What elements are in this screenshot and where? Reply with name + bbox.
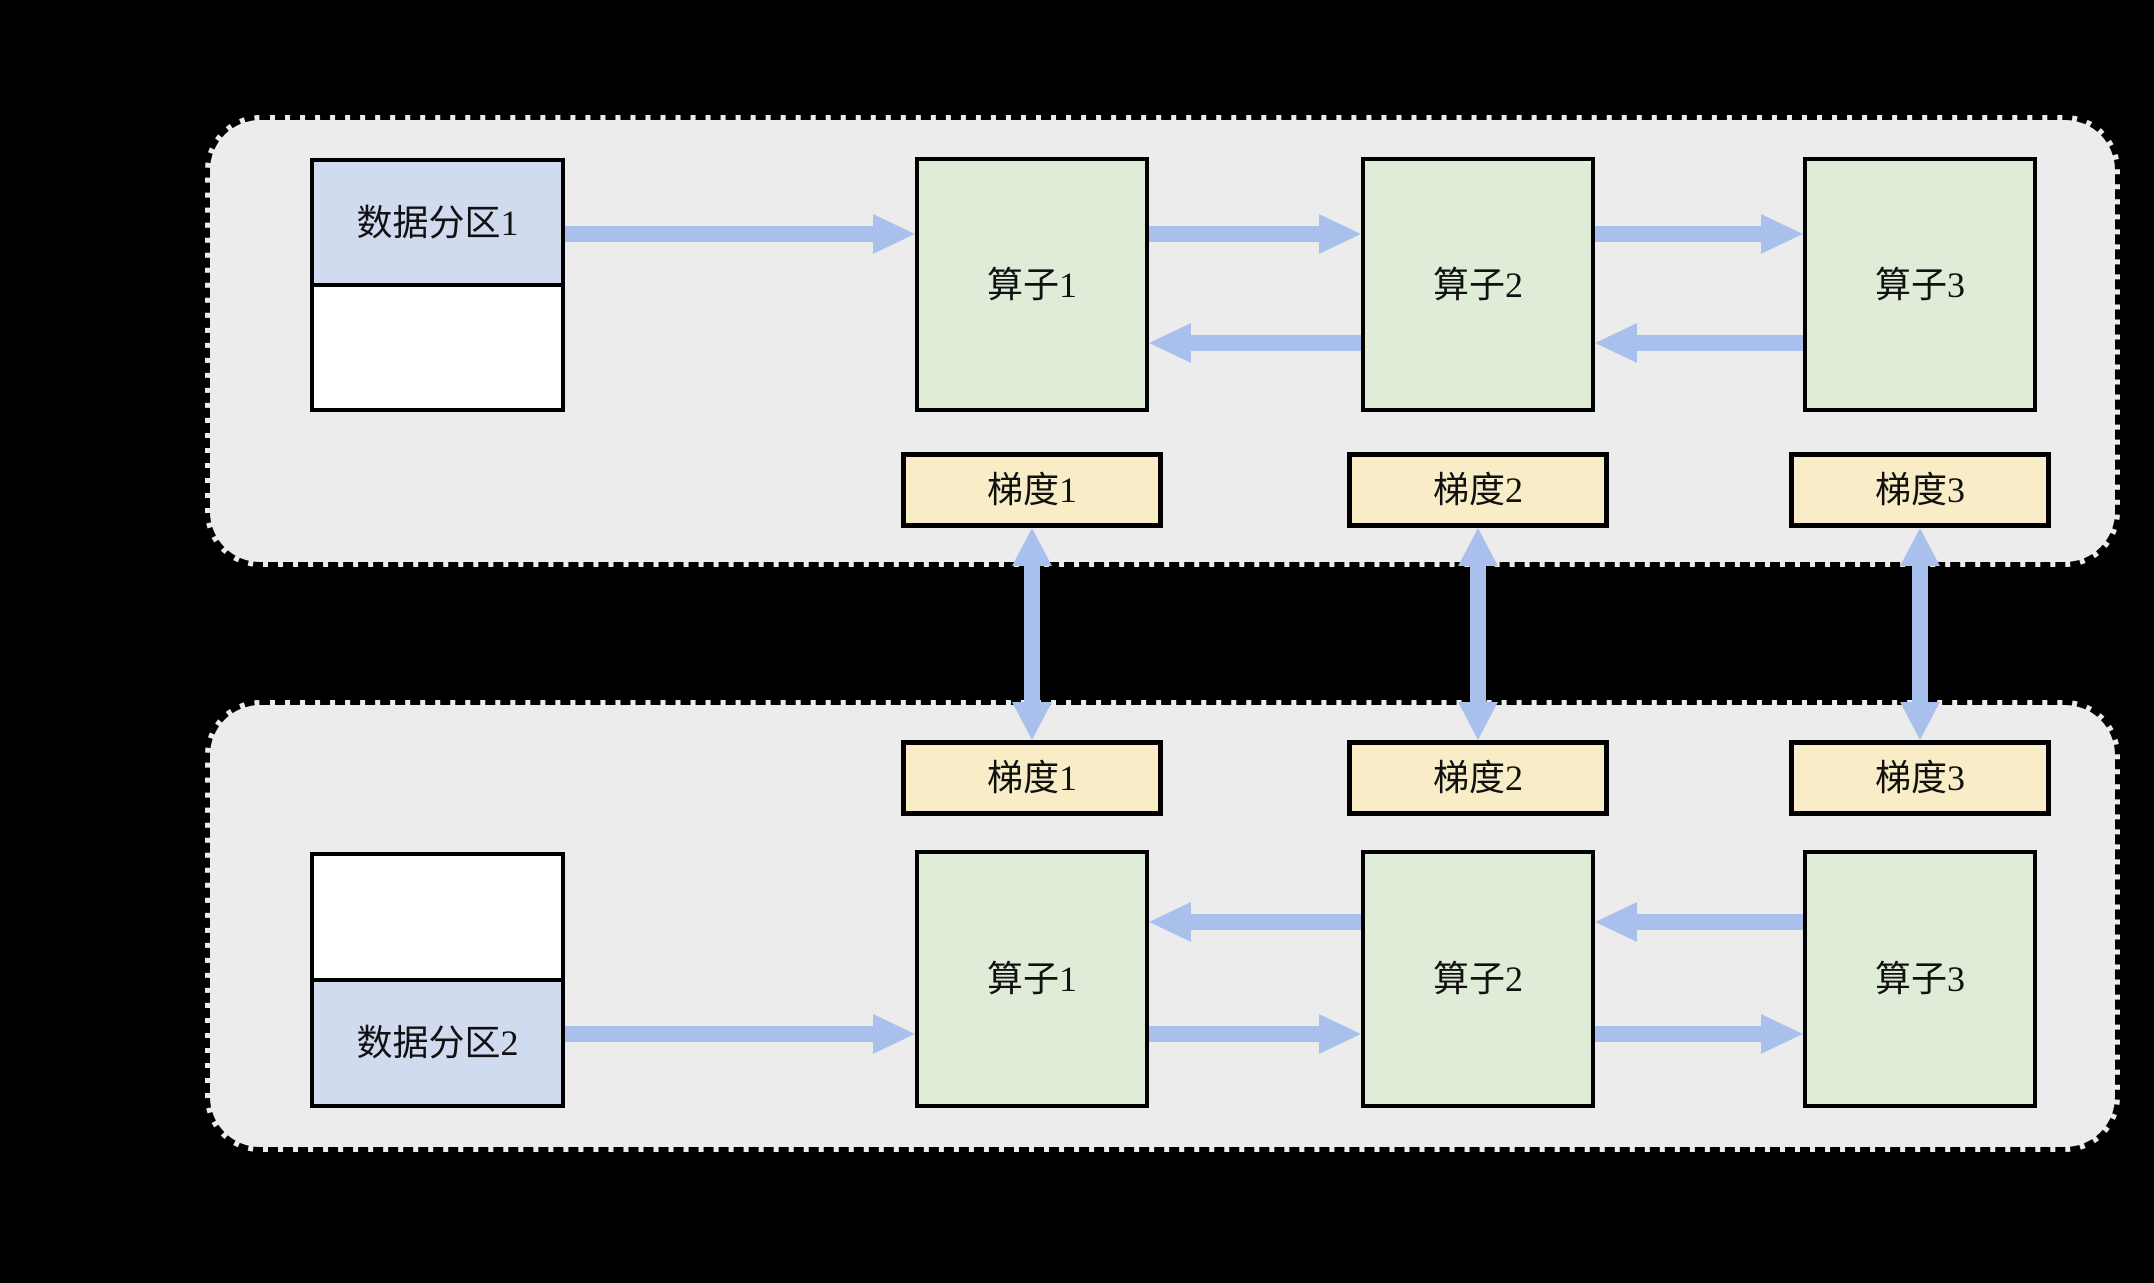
forward-arrow [1149, 1014, 1361, 1054]
worker2-operator-1-box: 算子1 [915, 850, 1149, 1108]
worker2-gradient-1-box: 梯度1 [901, 740, 1163, 816]
gradient-label: 梯度2 [1432, 470, 1523, 510]
gradient-sync-arrow [1458, 528, 1498, 740]
gradient-label: 梯度1 [986, 470, 1077, 510]
worker1-gradient-1-box: 梯度1 [901, 452, 1163, 528]
forward-arrow [1595, 214, 1803, 254]
worker1-operator-3-box: 算子3 [1803, 157, 2037, 412]
data-partition-1-filled-cell: 数据分区1 [314, 162, 561, 283]
gradient-sync-arrow [1900, 528, 1940, 740]
worker1-operator-1-box: 算子1 [915, 157, 1149, 412]
backward-arrow [1149, 902, 1361, 942]
backward-arrow [1595, 323, 1803, 363]
worker2-operator-3-box: 算子3 [1803, 850, 2037, 1108]
worker2-operator-2-box: 算子2 [1361, 850, 1595, 1108]
worker2-gradient-3-box: 梯度3 [1789, 740, 2051, 816]
gradient-label: 梯度1 [986, 758, 1077, 798]
data-partition-1-label: 数据分区1 [356, 202, 519, 243]
forward-arrow [565, 1014, 915, 1054]
worker1-gradient-2-box: 梯度2 [1347, 452, 1609, 528]
data-partition-2-empty-cell [314, 856, 561, 978]
gradient-label: 梯度2 [1432, 758, 1523, 798]
operator-label: 算子3 [1874, 959, 1965, 999]
forward-arrow [1149, 214, 1361, 254]
operator-label: 算子1 [986, 264, 1077, 305]
data-partition-1-empty-cell [314, 283, 561, 408]
data-partition-2-filled-cell: 数据分区2 [314, 978, 561, 1104]
operator-label: 算子3 [1874, 264, 1965, 305]
operator-label: 算子2 [1432, 264, 1523, 305]
worker1-operator-2-box: 算子2 [1361, 157, 1595, 412]
data-partition-2-box: 数据分区2 [310, 852, 565, 1108]
gradient-label: 梯度3 [1874, 758, 1965, 798]
backward-arrow [1149, 323, 1361, 363]
forward-arrow [565, 214, 915, 254]
operator-label: 算子2 [1432, 959, 1523, 999]
data-partition-2-label: 数据分区2 [356, 1023, 519, 1063]
operator-label: 算子1 [986, 959, 1077, 999]
gradient-label: 梯度3 [1874, 470, 1965, 510]
forward-arrow [1595, 1014, 1803, 1054]
backward-arrow [1595, 902, 1803, 942]
gradient-sync-arrow [1012, 528, 1052, 740]
worker2-gradient-2-box: 梯度2 [1347, 740, 1609, 816]
data-partition-1-box: 数据分区1 [310, 158, 565, 412]
worker1-gradient-3-box: 梯度3 [1789, 452, 2051, 528]
